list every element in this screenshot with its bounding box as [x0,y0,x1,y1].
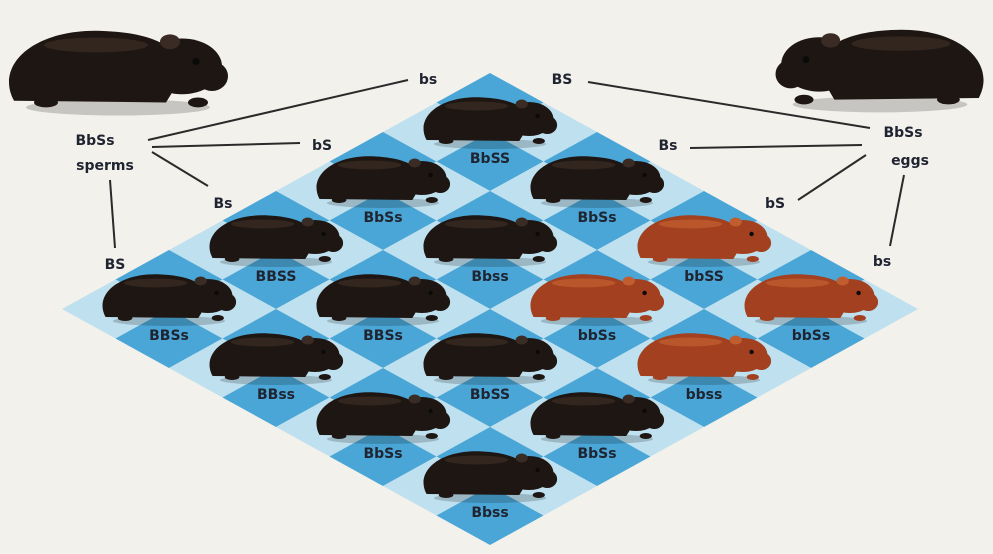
guinea-pig-icon [744,274,879,326]
guinea-pig-icon [530,156,665,208]
offspring-genotype-label: BbSs [363,210,402,226]
sperm-gamete-label: Bs [213,196,232,212]
guinea-pig-icon [637,215,772,267]
connector-line [689,144,863,149]
guinea-pig-icon [316,156,451,208]
guinea-pig-icon [316,392,451,444]
sperm-gamete-label: bS [312,138,332,154]
parent-guinea-pigs [9,29,984,116]
connector-lines [109,79,905,249]
guinea-pig-icon [316,274,451,326]
offspring-genotype-label: BbSS [470,151,510,167]
connector-line [797,154,867,201]
connector-line [151,142,301,148]
egg-gamete-label: bs [873,254,891,270]
sperm-gamete-label: BS [105,257,126,273]
guinea-pig-icon [423,333,558,385]
right-parent-gamete-type: eggs [891,153,929,169]
guinea-pig-icon [209,333,344,385]
sperm-gamete-label: bs [419,72,437,88]
offspring-genotype-label: BbSS [470,387,510,403]
guinea-pig-icon [530,274,665,326]
right-parent-guinea-pig-icon [775,29,984,113]
offspring-genotype-label: BbSs [577,210,616,226]
grid-square [436,486,544,545]
offspring-genotype-label: bbss [686,387,723,403]
guinea-pig-icon [637,333,772,385]
left-parent-genotype: BbSs [75,133,114,149]
offspring-genotype-label: bbSS [684,269,724,285]
offspring-genotype-label: bbSs [578,328,616,344]
guinea-pig-icon [530,392,665,444]
left-parent-guinea-pig-icon [9,30,228,116]
connector-line [889,174,905,247]
offspring-genotype-label: BbSs [363,446,402,462]
guinea-pig-icon [102,274,237,326]
egg-gamete-label: BS [552,72,573,88]
left-parent-gamete-type: sperms [76,158,134,174]
genotype-labels: BbSs sperms BbSs eggs bs bS Bs BS BS Bs … [75,72,928,521]
offspring-genotype-label: Bbss [471,269,508,285]
offspring-genotype-label: BBSS [256,269,297,285]
offspring-genotype-label: BBss [257,387,295,403]
offspring-genotype-label: BBSs [363,328,403,344]
connector-line [151,151,209,187]
guinea-pig-icon [423,97,558,149]
guinea-pig-icon [423,451,558,503]
offspring-genotype-label: Bbss [471,505,508,521]
guinea-pig-icon [209,215,344,267]
offspring-genotype-label: BBSs [149,328,189,344]
connector-line [587,81,871,129]
guinea-pig-icon [423,215,558,267]
connector-line [109,179,116,249]
egg-gamete-label: bS [765,196,785,212]
offspring-genotype-label: bbSs [792,328,830,344]
connector-line [147,79,409,141]
offspring-guinea-pigs [102,97,879,503]
right-parent-genotype: BbSs [883,125,922,141]
egg-gamete-label: Bs [658,138,677,154]
offspring-genotype-label: BbSs [577,446,616,462]
